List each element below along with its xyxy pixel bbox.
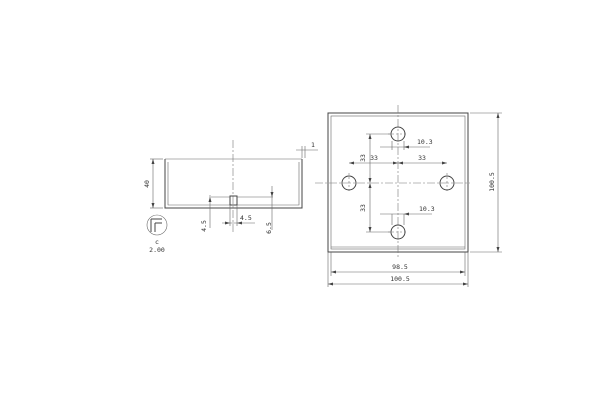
arrow — [151, 159, 155, 164]
arrow — [208, 197, 212, 202]
dim-pitch-left-label: 33 — [370, 154, 378, 162]
dim-offset-a-label: 4.5 — [200, 220, 208, 232]
arrow — [496, 113, 500, 118]
dim-overall-height-label: 100.5 — [488, 172, 496, 192]
arrow — [331, 270, 336, 274]
dim-overall-width-label: 100.5 — [390, 275, 410, 283]
arrow — [237, 221, 242, 225]
arrow — [442, 161, 447, 165]
arrow — [398, 161, 403, 165]
arrow — [463, 282, 468, 286]
arrow — [404, 145, 409, 149]
side-view-outline — [164, 159, 303, 209]
arrow — [368, 227, 372, 232]
dim-offset-b-label: 4.5 — [240, 214, 252, 222]
dim-wall-label: 1 — [311, 141, 315, 149]
side-view-hole — [229, 195, 238, 206]
arrow — [368, 183, 372, 188]
dim-pitch-up-label: 33 — [359, 154, 367, 162]
detail-circle — [146, 214, 168, 236]
arrow — [349, 161, 354, 165]
arrow — [393, 161, 398, 165]
corner-detail: c 2.00 — [146, 214, 168, 254]
arrow — [460, 270, 465, 274]
dim-inner-width-label: 98.5 — [392, 263, 408, 271]
dim-height-label: 40 — [143, 180, 151, 188]
dim-pitch-right-label: 33 — [418, 154, 426, 162]
corner-label: c — [155, 238, 159, 246]
corner-value: 2.00 — [149, 246, 165, 254]
arrow — [270, 192, 274, 197]
arrow — [225, 221, 230, 225]
arrow — [404, 212, 409, 216]
side-view-inner-wall — [167, 162, 300, 206]
arrow — [368, 134, 372, 139]
side-view: 40 1 4.5 6.5 4.5 — [143, 140, 318, 234]
dim-pitch-down-label: 33 — [359, 204, 367, 212]
arrow — [496, 247, 500, 252]
detail-corner — [150, 218, 162, 232]
plan-view: 10.3 10.3 33 33 33 33 100.5 — [315, 105, 502, 287]
arrow — [328, 282, 333, 286]
arrow — [151, 203, 155, 208]
arrow — [368, 178, 372, 183]
dim-offset-c-label: 6.5 — [265, 222, 273, 234]
dim-dx-top-label: 10.3 — [417, 138, 433, 146]
dim-dx-bottom-label: 10.3 — [419, 205, 435, 213]
